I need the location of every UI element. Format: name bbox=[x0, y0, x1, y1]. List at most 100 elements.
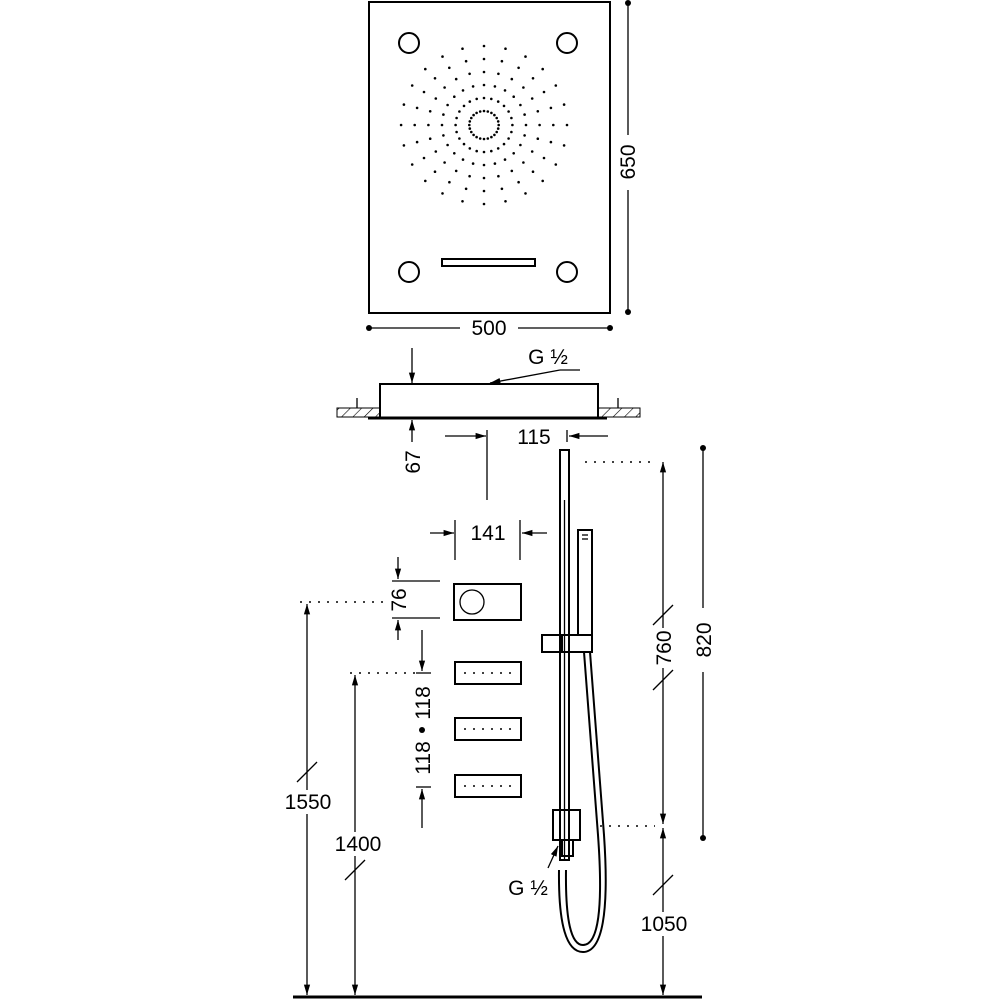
nozzle-dot bbox=[454, 123, 457, 127]
nozzle-dot bbox=[523, 134, 526, 137]
nozzle-dot bbox=[512, 95, 515, 98]
nozzle-dot bbox=[402, 103, 406, 106]
nozzle-dot bbox=[482, 137, 486, 141]
nozzle-dot bbox=[482, 109, 486, 113]
nozzle-dot bbox=[482, 96, 486, 100]
nozzle-dot bbox=[455, 130, 458, 134]
nozzle-dot bbox=[503, 158, 507, 161]
nozzle-dot bbox=[490, 135, 493, 139]
nozzle-dot bbox=[531, 77, 535, 80]
nozzle-dot bbox=[478, 137, 482, 140]
nozzle-dot bbox=[399, 123, 403, 127]
nozzle-dot bbox=[530, 97, 534, 100]
nozzle-dot bbox=[482, 202, 486, 206]
nozzle-dot bbox=[541, 67, 544, 71]
nozzle-dot bbox=[433, 77, 437, 80]
nozzle-dot bbox=[482, 150, 486, 154]
nozzle-dot bbox=[462, 142, 466, 146]
nozzle-dot bbox=[496, 147, 500, 150]
nozzle-dot bbox=[549, 106, 553, 110]
label-118-upper: 118 bbox=[412, 686, 435, 719]
nozzle-dot bbox=[511, 123, 514, 127]
nozzle-dot bbox=[549, 140, 553, 144]
nozzle-dot bbox=[536, 137, 540, 140]
nozzle-dot bbox=[497, 174, 500, 178]
nozzle-dot bbox=[490, 149, 493, 153]
dimension-76: 76 bbox=[388, 557, 440, 640]
dimension-650: 650 bbox=[617, 0, 640, 315]
nozzle-dot bbox=[475, 135, 478, 139]
nozzle-dot bbox=[486, 137, 490, 140]
control-knob-icon bbox=[459, 589, 485, 615]
led-light-icon bbox=[556, 261, 578, 283]
nozzle-dot bbox=[482, 163, 486, 167]
nozzle-dot bbox=[475, 97, 479, 101]
nozzle-dot bbox=[472, 113, 475, 117]
nozzle-dot bbox=[442, 134, 445, 137]
nozzle-dot bbox=[562, 144, 566, 147]
nozzle-dot bbox=[433, 170, 437, 173]
dimension-1050: 1050 bbox=[640, 828, 688, 995]
nozzle-dot bbox=[471, 162, 475, 165]
nozzle-dot bbox=[434, 150, 438, 153]
nozzle-dot bbox=[461, 200, 464, 203]
nozzle-dot bbox=[504, 47, 507, 50]
nozzle-dot bbox=[428, 110, 432, 113]
nozzle-dot bbox=[424, 179, 427, 183]
nozzle-dot bbox=[415, 140, 419, 144]
label-1400: 1400 bbox=[335, 833, 382, 856]
thermostatic-control bbox=[453, 583, 522, 621]
nozzle-dot bbox=[565, 123, 569, 127]
shower-head-side-view: 67 G ½ bbox=[336, 346, 641, 474]
nozzle-dot bbox=[468, 120, 472, 123]
nozzle-dot bbox=[507, 110, 510, 113]
nozzle-dot bbox=[453, 152, 456, 155]
dimension-115: 115 bbox=[445, 426, 608, 500]
nozzle-dot bbox=[510, 169, 514, 173]
nozzle-dot bbox=[523, 113, 526, 116]
nozzle-dot bbox=[427, 123, 430, 127]
nozzle-dot bbox=[497, 72, 500, 76]
label-1050: 1050 bbox=[641, 913, 688, 936]
nozzle-dot bbox=[524, 192, 527, 195]
nozzle-dot bbox=[531, 170, 535, 173]
nozzle-dot bbox=[495, 130, 499, 134]
nozzle-dot bbox=[402, 144, 406, 147]
rain-nozzles bbox=[399, 44, 569, 206]
label-500: 500 bbox=[471, 317, 506, 340]
nozzle-dot bbox=[434, 97, 438, 100]
nozzle-dot bbox=[507, 137, 510, 140]
nozzle-dot bbox=[497, 123, 501, 127]
dimension-1550: 1550 bbox=[284, 604, 332, 995]
nozzle-dot bbox=[446, 103, 449, 107]
dimension-760: 760 bbox=[652, 462, 676, 824]
nozzle-dot bbox=[461, 158, 465, 161]
nozzle-dot bbox=[542, 90, 546, 94]
nozzle-dot bbox=[458, 110, 461, 113]
nozzle-dot bbox=[470, 116, 473, 120]
shower-rail: G ½ bbox=[508, 449, 607, 954]
label-115: 115 bbox=[517, 426, 550, 449]
nozzle-dot bbox=[410, 163, 414, 166]
label-760: 760 bbox=[653, 630, 676, 665]
nozzle-dot bbox=[552, 123, 555, 127]
nozzle-dot bbox=[482, 44, 486, 48]
dimension-1400: 1400 bbox=[333, 675, 381, 995]
nozzle-dot bbox=[510, 130, 513, 134]
hand-shower bbox=[577, 529, 593, 636]
nozzle-dot bbox=[536, 110, 540, 113]
nozzle-dot bbox=[490, 111, 493, 115]
label-67: 67 bbox=[402, 450, 425, 473]
nozzle-dot bbox=[496, 100, 500, 103]
nozzle-dot bbox=[524, 123, 528, 127]
nozzle-dot bbox=[415, 106, 419, 110]
wall-outlet bbox=[552, 809, 581, 841]
nozzle-dot bbox=[448, 180, 451, 184]
dimension-820: 820 bbox=[693, 445, 716, 841]
nozzle-dot bbox=[510, 77, 514, 81]
nozzle-dot bbox=[538, 123, 541, 127]
nozzle-dot bbox=[424, 67, 427, 71]
nozzle-dot bbox=[443, 86, 446, 89]
waterfall-slot bbox=[441, 258, 536, 267]
